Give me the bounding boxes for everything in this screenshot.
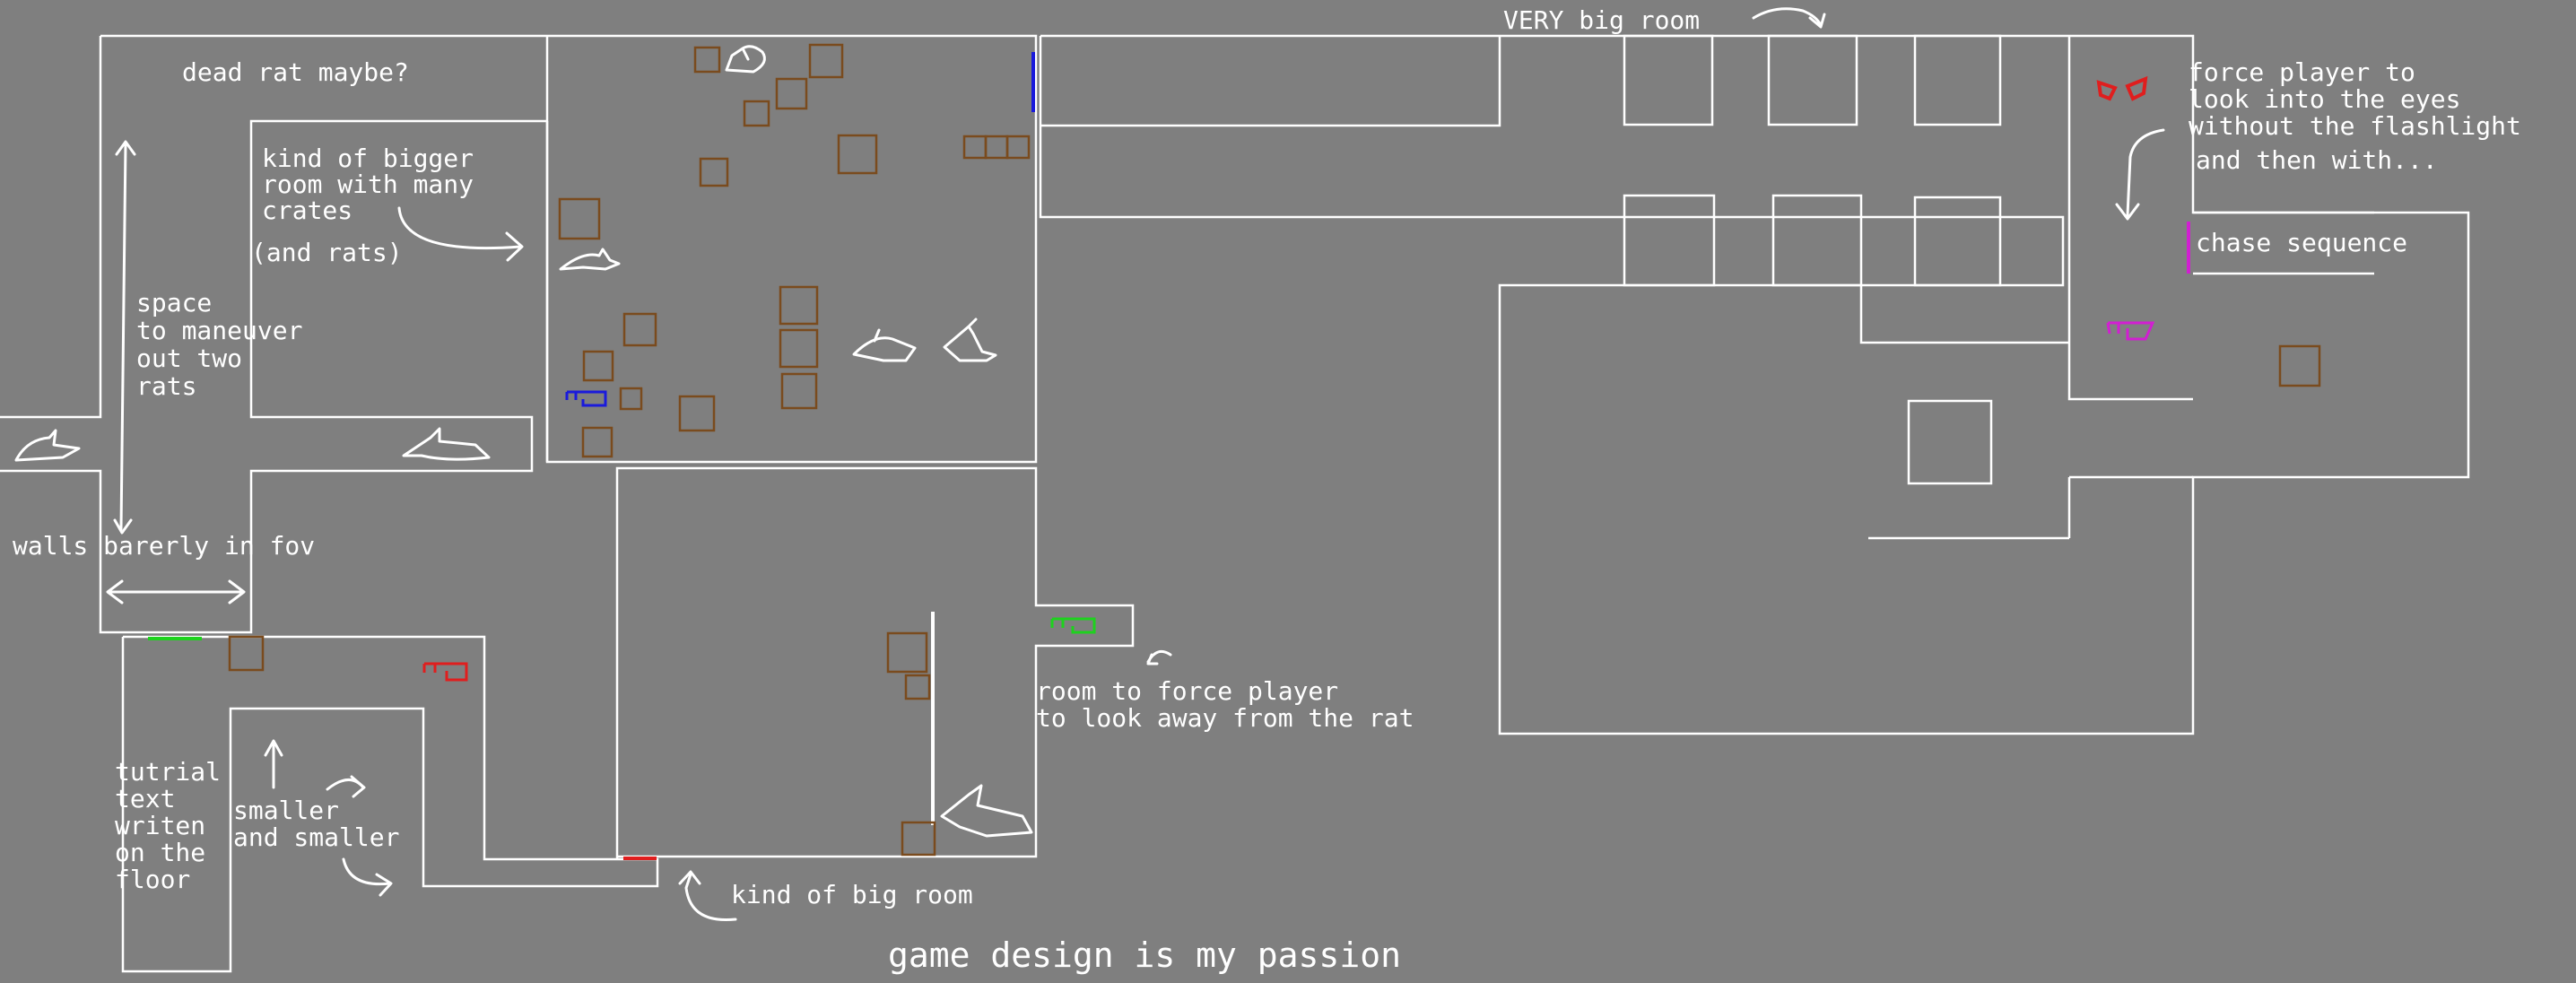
crate — [699, 157, 729, 187]
curved-arrow — [1752, 7, 1826, 29]
rat-sketch-icon — [14, 429, 81, 462]
crate — [780, 372, 818, 410]
annotations: dead rat maybe? kind of bigger room with… — [13, 5, 2521, 975]
note-big-room: kind of big room — [731, 880, 973, 909]
key-icon — [2106, 321, 2155, 341]
note-smaller-line-1: smaller — [233, 796, 339, 825]
note-tutorial-line-4: on the — [115, 838, 205, 867]
crate — [904, 674, 931, 700]
pillar — [1623, 194, 1716, 287]
curved-arrow — [397, 206, 524, 262]
note-eyes-line-4: and then with... — [2196, 145, 2438, 175]
note-smaller-line-2: and smaller — [233, 822, 399, 852]
pillar — [1913, 34, 2002, 126]
note-bigger-room-line-1: kind of bigger — [262, 144, 474, 173]
note-chase: chase sequence — [2196, 228, 2407, 257]
wall-very-big-room-inner — [1859, 36, 2374, 540]
crate — [622, 312, 657, 347]
note-bigger-room-line-3: crates — [262, 196, 352, 225]
pillar — [1623, 34, 1714, 126]
curved-arrow — [342, 857, 393, 897]
crate — [1005, 135, 1031, 160]
glowing-eyes-icon — [2096, 75, 2148, 101]
crate — [582, 350, 614, 382]
pillar — [1767, 34, 1858, 126]
crates — [228, 43, 2321, 857]
crate — [678, 395, 716, 432]
curved-arrow — [326, 775, 366, 798]
crate — [837, 134, 878, 175]
crate — [228, 635, 265, 672]
rat-sketch-icon — [940, 784, 1033, 838]
note-tutorial-line-2: text — [115, 784, 175, 813]
note-walls-fov: walls barerly in fov — [13, 531, 315, 561]
curved-arrow — [2115, 128, 2165, 221]
note-space-line-3: out two — [136, 344, 242, 373]
note-dead-rat: dead rat maybe? — [182, 57, 409, 87]
vertical-double-arrow — [113, 140, 136, 535]
horizontal-double-arrow — [106, 579, 246, 605]
crate — [984, 135, 1009, 160]
keys — [422, 321, 2155, 682]
rat-sketch-icon — [852, 328, 917, 362]
curved-arrow — [678, 870, 737, 922]
arrows — [106, 7, 2165, 922]
curved-arrow — [264, 739, 283, 789]
crate — [619, 387, 643, 411]
doors — [148, 52, 2190, 860]
note-eyes-line-1: force player to — [2189, 57, 2415, 87]
crate — [901, 821, 936, 857]
note-eyes-line-2: look into the eyes — [2189, 84, 2460, 114]
caption-passion: game design is my passion — [888, 935, 1401, 975]
note-eyes-line-3: without the flashlight — [2189, 111, 2521, 141]
rat-sketch-icon — [559, 248, 621, 271]
wall-big-room — [615, 466, 1135, 859]
pillar — [1913, 196, 2002, 287]
note-bigger-room-line-2: room with many — [262, 170, 474, 199]
note-very-big-room: VERY big room — [1503, 5, 1700, 35]
pillar — [1771, 194, 1863, 287]
note-tutorial-line-1: tutrial — [115, 757, 221, 787]
wall-tutorial-room — [121, 635, 659, 973]
note-force-away-line-2: to look away from the rat — [1036, 703, 1414, 733]
crate — [962, 135, 988, 160]
rat-sketch-icon — [943, 318, 997, 362]
key-icon — [1050, 617, 1096, 634]
note-space-line-4: rats — [136, 371, 196, 401]
crate — [743, 100, 770, 127]
crate — [693, 46, 721, 74]
key-icon — [565, 390, 607, 407]
rat-sketch-icon — [402, 427, 491, 461]
crate — [779, 285, 819, 326]
note-space-line-2: to maneuver — [136, 316, 302, 345]
crate — [886, 631, 928, 674]
rats — [14, 45, 1033, 838]
note-and-rats: (and rats) — [251, 238, 403, 267]
note-space-line-1: space — [136, 288, 212, 318]
crate — [808, 43, 844, 79]
key-icon — [422, 662, 468, 682]
rat-sketch-icon — [725, 45, 766, 74]
note-tutorial-line-5: floor — [115, 865, 190, 894]
crate — [558, 197, 601, 240]
crate — [581, 426, 614, 458]
crate — [775, 77, 808, 110]
crate — [779, 328, 819, 369]
note-tutorial-line-3: writen — [115, 811, 205, 840]
crate — [2278, 344, 2321, 387]
curved-arrow — [1146, 649, 1172, 665]
wall-left-room — [0, 34, 1038, 634]
walls — [0, 34, 2470, 973]
pillar — [1907, 399, 1993, 485]
note-force-away-line-1: room to force player — [1036, 676, 1338, 706]
